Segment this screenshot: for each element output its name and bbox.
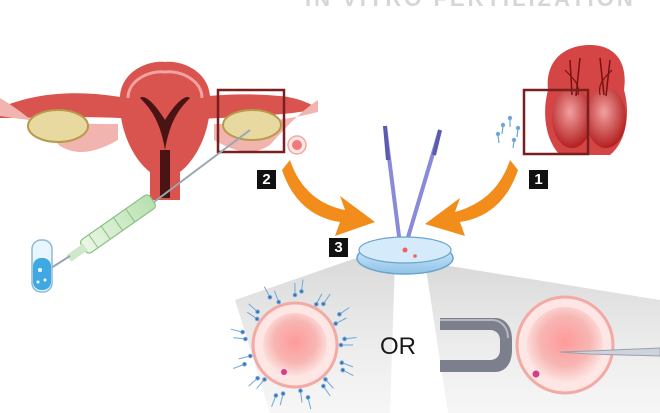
ivf-sperm-cluster xyxy=(230,279,357,410)
fertilization-needles xyxy=(383,125,442,251)
sperm-cell xyxy=(339,360,345,366)
sperm-cell xyxy=(337,312,342,317)
sperm-cell xyxy=(323,377,328,382)
sperm-cell xyxy=(340,367,346,373)
ovary-highlight-box xyxy=(216,88,286,154)
sperm-cell xyxy=(305,395,311,400)
sperm-cell xyxy=(255,375,260,381)
left-ovary xyxy=(27,109,89,143)
arrow-sperm-to-dish xyxy=(425,160,518,236)
sperm-cell xyxy=(254,316,260,322)
sperm-cell xyxy=(273,393,279,398)
sperm-cell xyxy=(314,302,319,307)
diagram-title-fragment: IN VITRO FERTILIZATION xyxy=(305,0,636,12)
icsi-egg xyxy=(515,295,615,395)
step-badge-1: 1 xyxy=(529,170,548,189)
left-testis xyxy=(552,88,592,148)
right-testis xyxy=(586,88,626,148)
sperm-cell xyxy=(240,329,245,335)
sperm-cell xyxy=(321,301,326,307)
step-badge-2: 2 xyxy=(257,170,276,189)
step-badge-3: 3 xyxy=(329,238,348,257)
sperm-cell xyxy=(248,353,253,359)
sperm-cell xyxy=(280,391,286,396)
sperm-cell xyxy=(262,377,267,382)
retrieved-egg xyxy=(287,135,307,155)
sperm-cell xyxy=(333,321,339,326)
sperm-cell xyxy=(298,388,303,394)
icsi-injection-needle xyxy=(559,347,660,357)
or-label: OR xyxy=(380,333,416,360)
sperm-cell xyxy=(267,294,273,300)
sperm-cell xyxy=(242,361,247,367)
icsi-holding-pipette xyxy=(440,318,512,372)
sperm-cell xyxy=(243,336,248,342)
sperm-cell xyxy=(338,342,344,348)
female-reproductive-organs xyxy=(0,61,318,201)
sperm-cell xyxy=(342,336,347,342)
flow-arrows xyxy=(282,160,518,236)
ivf-egg-with-sperm xyxy=(251,301,339,389)
right-ovary xyxy=(222,109,282,141)
sperm-cell xyxy=(321,383,326,389)
sperm-cell xyxy=(292,292,298,298)
testis-highlight-box xyxy=(522,88,590,156)
sperm-cell xyxy=(276,299,282,305)
sperm-cell xyxy=(299,289,304,294)
arrow-egg-to-dish xyxy=(282,160,375,236)
sperm-cell xyxy=(255,309,260,315)
test-tube xyxy=(31,239,53,293)
sperm-cells-group xyxy=(495,115,521,149)
petri-dish xyxy=(356,236,454,275)
male-reproductive-organ xyxy=(545,45,628,155)
